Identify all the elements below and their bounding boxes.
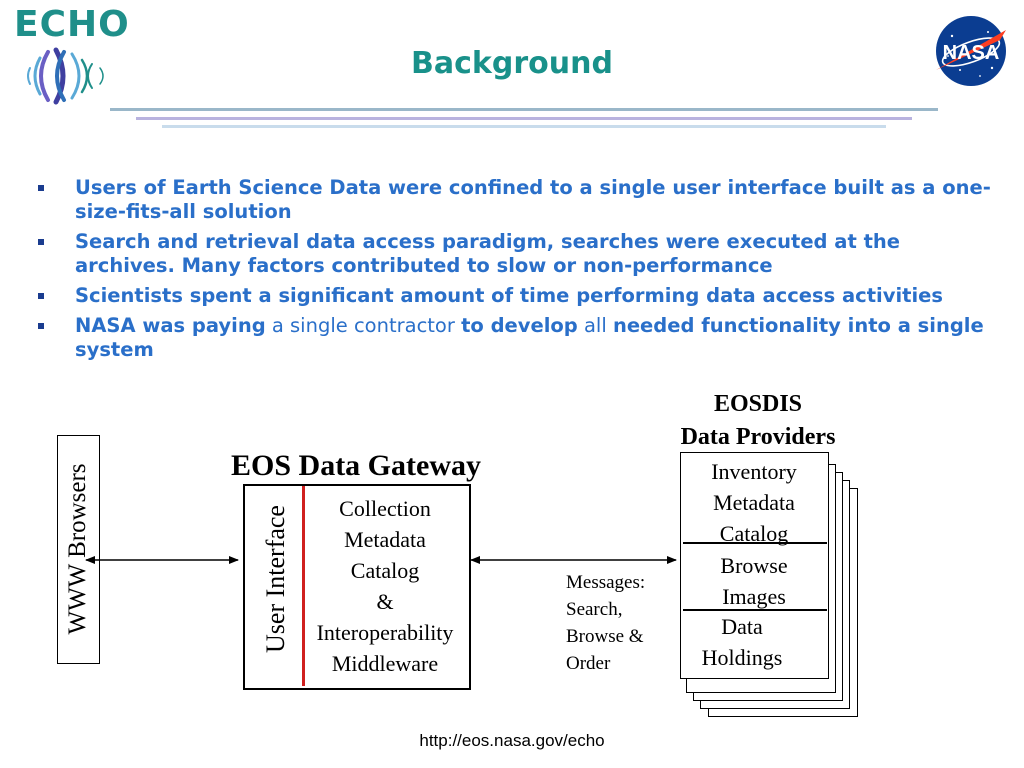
gateway-line: Interoperability bbox=[316, 620, 454, 645]
page-title: Background bbox=[411, 46, 613, 81]
provider-line: Data bbox=[721, 614, 763, 639]
svg-text:NASA: NASA bbox=[943, 42, 1000, 64]
bullet-square-icon bbox=[38, 323, 44, 329]
provider-line: Catalog bbox=[719, 521, 789, 546]
header-rule-2 bbox=[136, 117, 912, 120]
header-rule-3 bbox=[162, 125, 886, 128]
bullet-item: NASA was paying a single contractor to d… bbox=[34, 314, 994, 362]
gateway-line: Metadata bbox=[344, 527, 426, 552]
gateway-line: Collection bbox=[339, 496, 431, 521]
messages-line: Order bbox=[566, 653, 611, 674]
bullet-item: Users of Earth Science Data were confine… bbox=[34, 176, 994, 224]
gateway-line: Catalog bbox=[350, 558, 420, 583]
bullet-square-icon bbox=[38, 185, 44, 191]
provider-line: Metadata bbox=[713, 490, 795, 515]
bullet-square-icon bbox=[38, 293, 44, 299]
gateway-box bbox=[243, 484, 471, 690]
echo-waves-icon bbox=[27, 47, 104, 105]
bullet-item: Scientists spent a significant amount of… bbox=[34, 284, 994, 308]
messages-line: Search, bbox=[566, 599, 623, 620]
provider-line: Images bbox=[722, 584, 786, 609]
provider-line: Holdings bbox=[701, 645, 783, 670]
provider-divider bbox=[683, 609, 827, 611]
bullet-text: NASA was paying bbox=[75, 314, 266, 337]
bullet-text: needed functionality into a single syste… bbox=[75, 314, 984, 361]
bullet-text: all bbox=[577, 314, 613, 337]
gateway-divider bbox=[302, 486, 305, 686]
messages-label: Messages: Search, Browse & Order bbox=[566, 569, 645, 677]
provider-line: Inventory bbox=[711, 459, 797, 484]
providers-title-line1: EOSDIS bbox=[713, 391, 803, 417]
provider-line: Browse bbox=[720, 553, 788, 578]
bullet-text: Search and retrieval data access paradig… bbox=[75, 230, 900, 277]
footer-url: http://eos.nasa.gov/echo bbox=[419, 731, 605, 750]
gateway-line: Middleware bbox=[331, 651, 439, 676]
bullet-item: Search and retrieval data access paradig… bbox=[34, 230, 994, 278]
providers-title-line2: Data Providers bbox=[680, 424, 836, 450]
bullet-text: Scientists spent a significant amount of… bbox=[75, 284, 943, 307]
bullet-text: Users of Earth Science Data were confine… bbox=[75, 176, 991, 223]
bullet-text: a single contractor bbox=[265, 314, 462, 337]
provider-divider bbox=[683, 542, 827, 544]
bullet-list: Users of Earth Science Data were confine… bbox=[34, 176, 994, 368]
www-browsers-box bbox=[57, 435, 100, 664]
bullet-square-icon bbox=[38, 239, 44, 245]
header-rule-1 bbox=[110, 108, 938, 111]
messages-line: Messages: bbox=[566, 572, 646, 593]
nasa-logo: NASA bbox=[936, 16, 1006, 86]
gateway-line: & bbox=[376, 589, 394, 614]
provider-box-front bbox=[680, 452, 829, 679]
providers-title: EOSDIS Data Providers bbox=[648, 388, 868, 454]
messages-line: Browse & bbox=[566, 626, 644, 647]
gateway-title: EOS Data Gateway bbox=[231, 449, 481, 482]
bullet-text: to develop bbox=[461, 314, 578, 337]
echo-logo-text: ECHO bbox=[14, 4, 130, 45]
